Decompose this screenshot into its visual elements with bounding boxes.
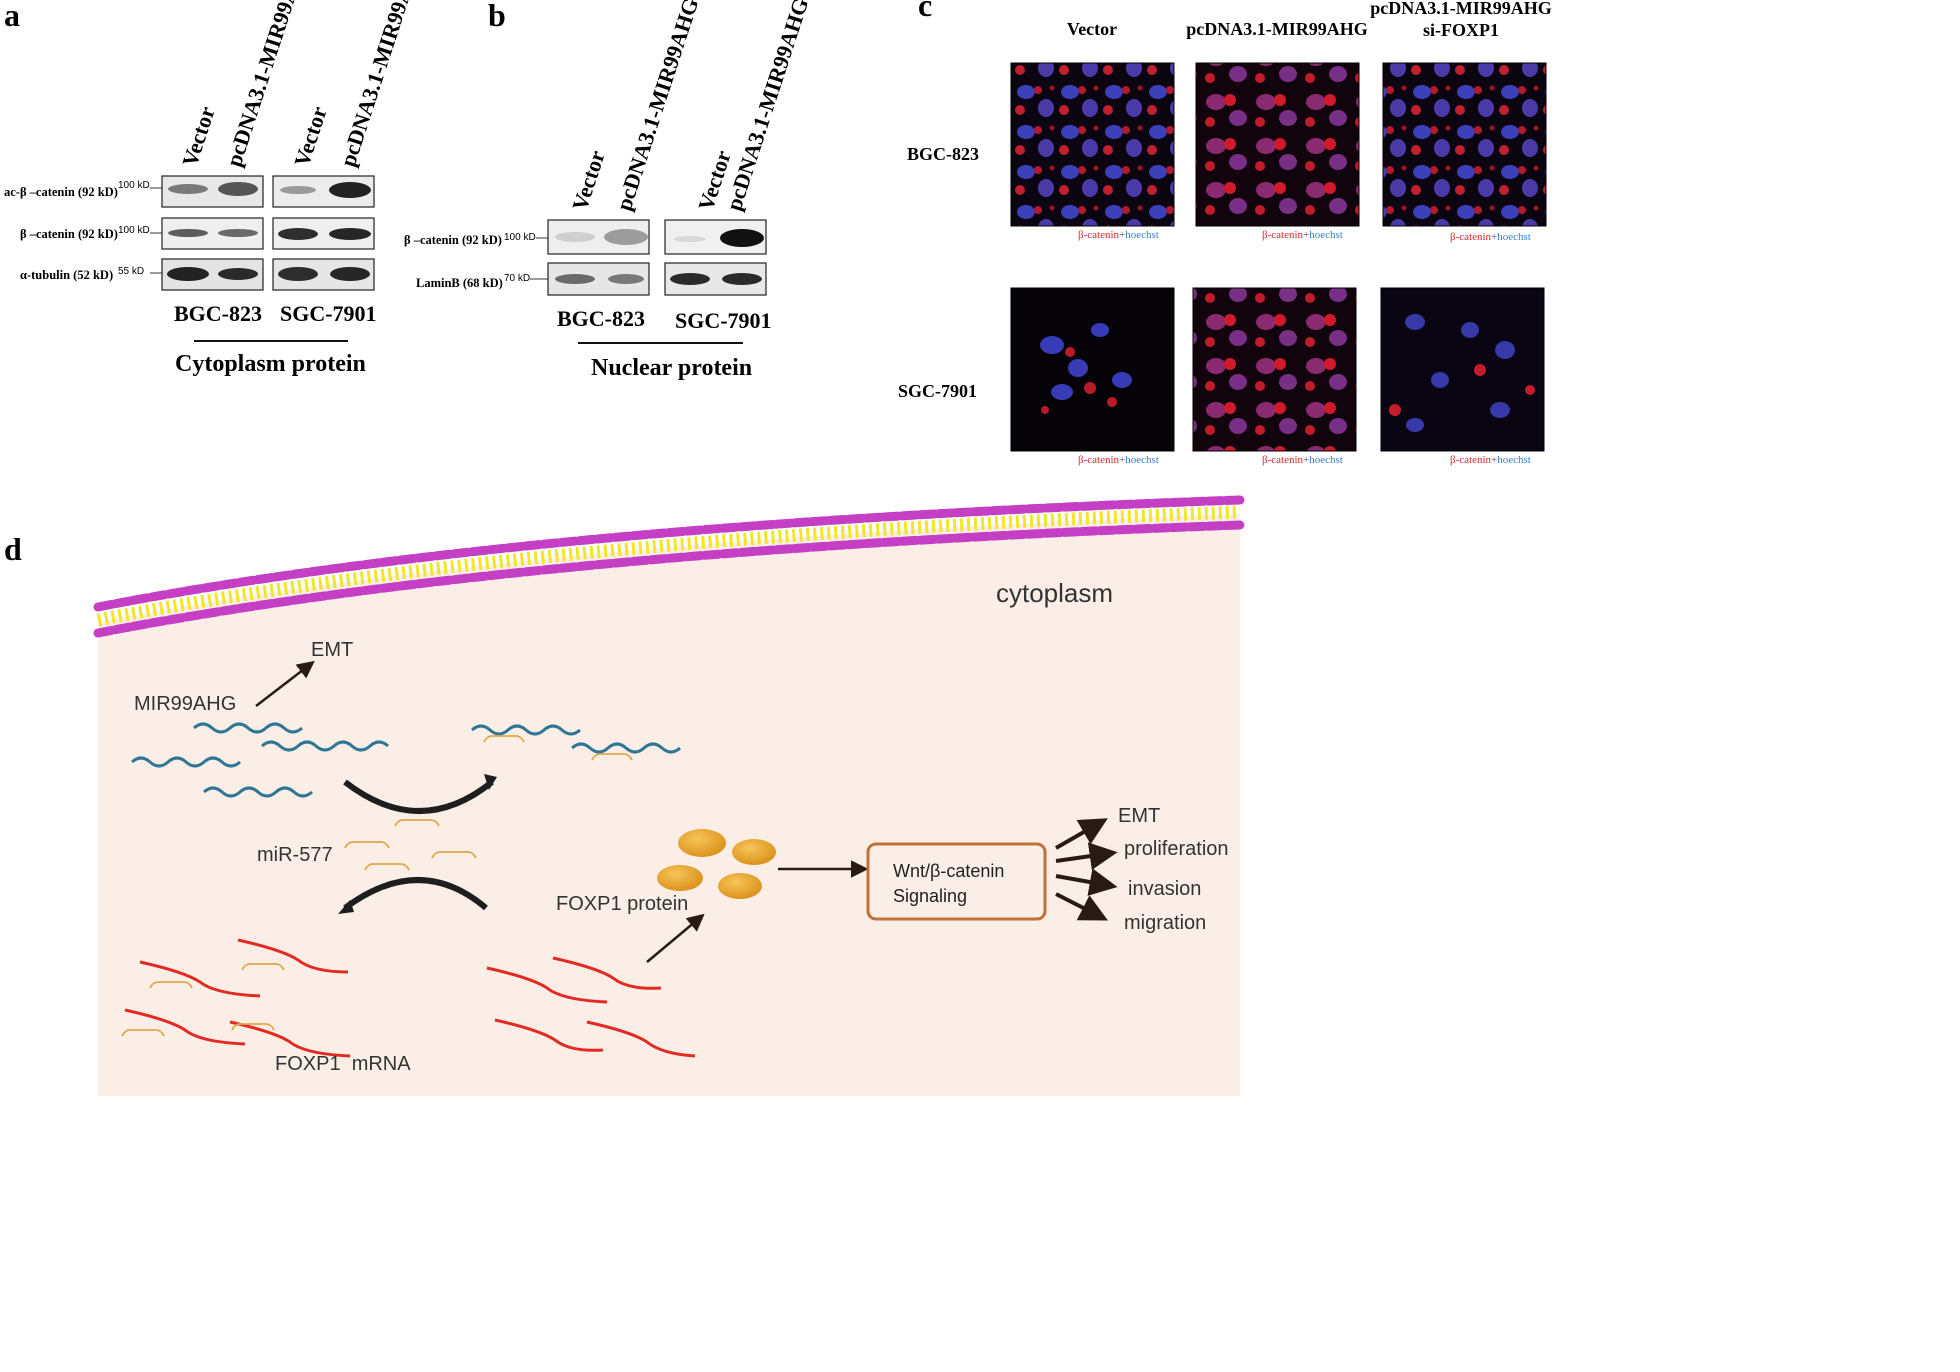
micrograph-sgc-pcdna	[1192, 287, 1357, 452]
panel-a-cell-lines: BGC-823 SGC-7901	[174, 301, 377, 326]
micrograph-bgc-sifoxp1	[1382, 62, 1547, 227]
pathway-line-2: Signaling	[893, 886, 967, 906]
pathway-line-1: Wnt/β-catenin	[893, 861, 1004, 881]
panel-c-col-1: Vector	[1067, 19, 1117, 39]
panel-b-marker-2: 70 kD	[504, 273, 530, 284]
lncrna-label: MIR99AHG	[134, 693, 236, 715]
panel-c-row-1: BGC-823	[907, 144, 979, 164]
outcome-proliferation: proliferation	[1124, 838, 1229, 860]
panel-b-markers: 100 kD 70 kD	[504, 232, 548, 284]
outcome-labels: EMT proliferation invasion migration	[1118, 805, 1229, 934]
panel-a-row-labels: ac-β –catenin (92 kD) β –catenin (92 kD)…	[4, 185, 118, 282]
panel-b-row-1-label: β –catenin (92 kD)	[404, 233, 502, 247]
stain-caption-3: β-catenin+hoechst	[1450, 231, 1531, 243]
panel-b-cell-line-1: BGC-823	[557, 306, 645, 331]
panel-a-blots	[161, 175, 375, 291]
panel-d-letter: d	[4, 531, 22, 567]
panel-a-row-3-label: α-tubulin (52 kD)	[20, 268, 113, 282]
stain-caption-2: β-catenin+hoechst	[1262, 229, 1343, 241]
free-mirnas	[344, 819, 477, 871]
panel-a-lane-labels: Vector pcDNA3.1-MIR99AHG Vector pcDNA3.1…	[177, 0, 427, 170]
panel-c: c Vector pcDNA3.1-MIR99AHG pcDNA3.1-MIR9…	[898, 0, 1552, 466]
stain-caption-4: β-catenin+hoechst	[1078, 454, 1159, 466]
bound-mirna-mrna	[121, 963, 285, 1037]
cytoplasm-label: cytoplasm	[996, 578, 1113, 608]
panel-a-caption: Cytoplasm protein	[175, 351, 366, 377]
panel-b-row-2-label: LaminB (68 kD)	[416, 276, 503, 290]
panel-c-row-labels: BGC-823 SGC-7901	[898, 144, 979, 401]
panel-b-cell-lines: BGC-823 SGC-7901	[557, 306, 772, 333]
panel-c-col-3-line1: pcDNA3.1-MIR99AHG	[1370, 0, 1552, 18]
outcome-invasion: invasion	[1128, 878, 1201, 900]
panel-a: a Vector pcDNA3.1-MIR99AHG Vector pcDNA3…	[4, 0, 427, 377]
foxp1-mrna-molecules	[124, 938, 696, 1058]
panel-b-letter: b	[488, 0, 506, 33]
wnt-pathway-box	[866, 842, 1047, 921]
panel-c-col-2: pcDNA3.1-MIR99AHG	[1186, 19, 1368, 39]
panel-c-images	[1010, 62, 1547, 452]
panel-d: d cytoplasm MIR99AHG EMT	[4, 495, 1245, 1096]
panel-b-cell-line-2: SGC-7901	[675, 308, 772, 333]
outcome-arrows	[1055, 818, 1118, 921]
panel-b-lane-4: pcDNA3.1-MIR99AHG	[721, 0, 813, 214]
lncrna-to-emt-arrow	[255, 660, 315, 707]
panel-b-marker-1: 100 kD	[504, 232, 536, 243]
panel-b-lane-2: pcDNA3.1-MIR99AHG	[611, 0, 703, 214]
micrograph-bgc-vector	[1010, 62, 1175, 227]
mrna-to-protein-arrow	[646, 913, 705, 963]
panel-c-col-3-line2: si-FOXP1	[1423, 20, 1499, 40]
sponge-arrow-bottom	[343, 877, 488, 911]
foxp1-protein	[657, 829, 776, 899]
panel-a-row-2-label: β –catenin (92 kD)	[20, 227, 118, 241]
panel-a-lane-1: Vector	[177, 103, 220, 169]
panel-a-markers: 100 kD 100 kD 55 kD	[118, 180, 162, 277]
panel-a-marker-1: 100 kD	[118, 180, 150, 191]
panel-c-letter: c	[918, 0, 932, 23]
panel-a-cell-line-1: BGC-823	[174, 301, 262, 326]
panel-c-column-headers: Vector pcDNA3.1-MIR99AHG pcDNA3.1-MIR99A…	[1067, 0, 1552, 40]
stain-caption-6: β-catenin+hoechst	[1450, 454, 1531, 466]
sponge-arrow-top	[343, 779, 494, 814]
micrograph-sgc-sifoxp1	[1380, 287, 1545, 452]
panel-a-letter: a	[4, 0, 20, 33]
panel-b-lane-labels: Vector pcDNA3.1-MIR99AHG Vector pcDNA3.1…	[567, 0, 813, 214]
lncrna-molecules	[131, 722, 681, 798]
bound-mirna-lncrna	[483, 735, 633, 761]
panel-a-marker-3: 55 kD	[118, 266, 144, 277]
panel-a-marker-2: 100 kD	[118, 225, 150, 236]
outcome-migration: migration	[1124, 912, 1206, 934]
panel-b-blots	[547, 219, 767, 296]
panel-a-row-1-label: ac-β –catenin (92 kD)	[4, 185, 118, 199]
stain-caption-5: β-catenin+hoechst	[1262, 454, 1343, 466]
emt-top-label: EMT	[311, 639, 353, 661]
cell-membrane	[93, 495, 1245, 638]
outcome-emt: EMT	[1118, 805, 1160, 827]
panel-a-lane-3: Vector	[289, 103, 332, 169]
panel-c-row-2: SGC-7901	[898, 381, 977, 401]
panel-b: b Vector pcDNA3.1-MIR99AHG Vector pcDNA3…	[404, 0, 813, 381]
panel-a-cell-line-2: SGC-7901	[280, 301, 377, 326]
micrograph-bgc-pcdna	[1195, 62, 1360, 227]
stain-caption-1: β-catenin+hoechst	[1078, 229, 1159, 241]
micrograph-sgc-vector	[1010, 287, 1175, 452]
cytoplasm-region	[98, 514, 1240, 1096]
panel-b-row-labels: β –catenin (92 kD) LaminB (68 kD)	[404, 233, 503, 290]
panel-a-lane-4: pcDNA3.1-MIR99AHG	[335, 0, 427, 170]
mrna-label: FOXP1 mRNA	[275, 1053, 411, 1075]
protein-label: FOXP1 protein	[556, 893, 688, 915]
panel-b-caption: Nuclear protein	[591, 355, 752, 381]
panel-c-stain-captions: β-catenin+hoechst β-catenin+hoechst β-ca…	[1078, 229, 1531, 466]
panel-b-lane-1: Vector	[567, 147, 610, 213]
mirna-label: miR-577	[257, 844, 333, 866]
